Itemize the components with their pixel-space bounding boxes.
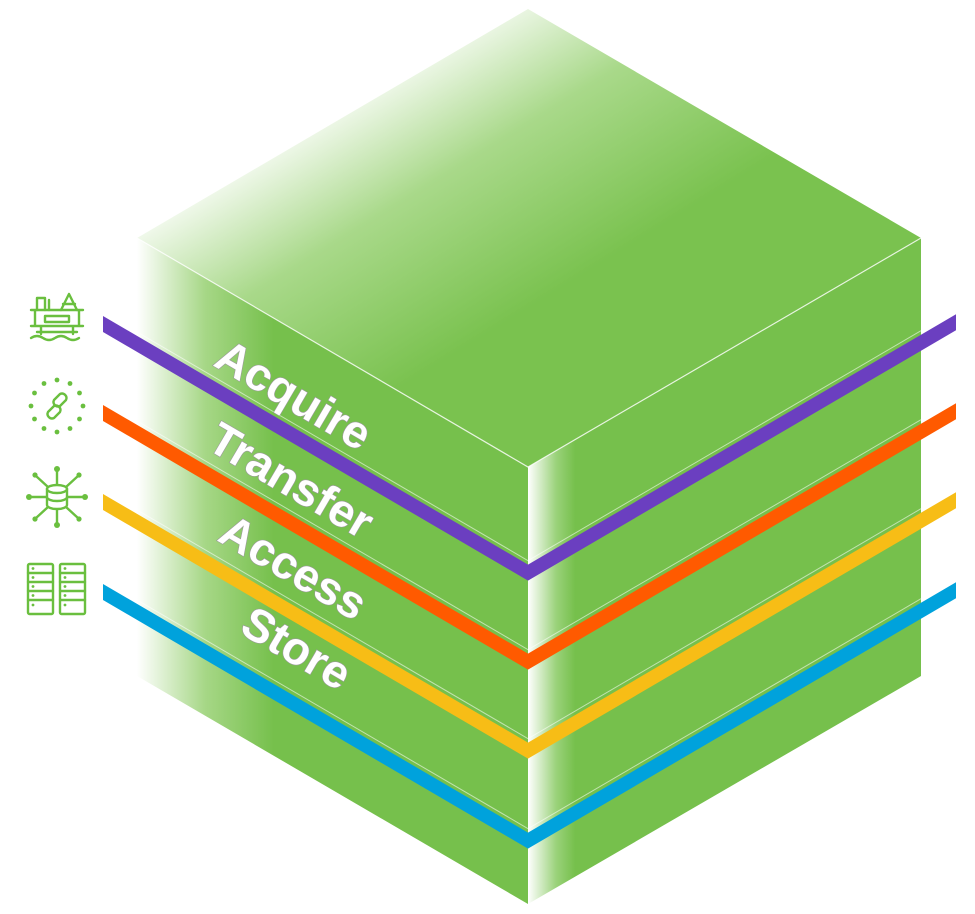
offshore-rig-icon bbox=[29, 292, 85, 342]
slab-seam bbox=[136, 598, 922, 830]
slab-seam bbox=[136, 330, 922, 562]
cube-top-edge bbox=[136, 237, 922, 468]
link-transfer-icon bbox=[28, 377, 86, 435]
slab-seam bbox=[136, 508, 922, 740]
slab-seam bbox=[136, 419, 922, 651]
server-racks-icon bbox=[26, 562, 87, 616]
database-network-icon bbox=[26, 466, 88, 528]
